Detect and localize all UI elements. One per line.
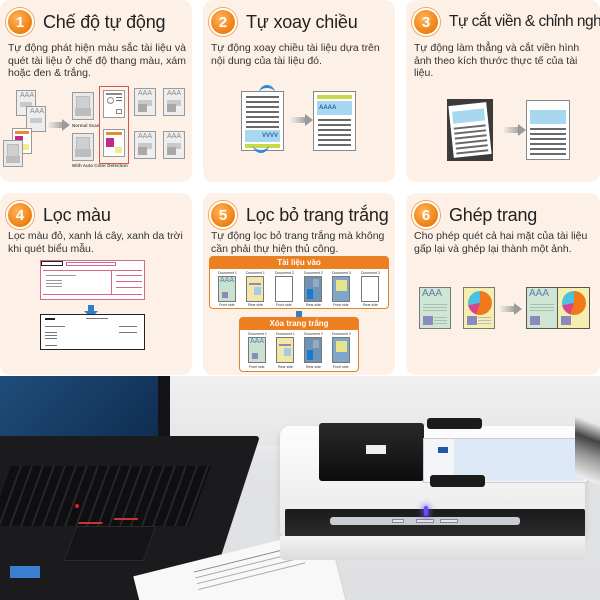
- feature-panel-auto-rotate: 2 Tự xoay chiều Tự động xoay chiều tài l…: [203, 0, 395, 182]
- laptop: [0, 376, 170, 446]
- rotate-arrow-icon: [259, 85, 275, 95]
- feature-panel-blank-page-removal: 5 Lọc bỏ trang trắng Tự động lọc bỏ tran…: [203, 193, 395, 375]
- arrow-right-icon: [48, 119, 70, 131]
- feature-number-badge: 1: [6, 8, 34, 36]
- feature-title: Chế độ tự động: [43, 11, 166, 32]
- feature-description: Lọc màu đỏ, xanh lá cây, xanh da trời kh…: [8, 230, 183, 255]
- feature-panel-auto-mode: 1 Chế độ tự động Tự động phát hiện màu s…: [0, 0, 192, 182]
- normal-scan-label: Normal Scan: [72, 123, 100, 128]
- feature-title: Lọc màu: [43, 204, 111, 225]
- input-documents-box: Tài liệu vào Document 1 AAA Front side D…: [209, 256, 389, 309]
- feature-panel-color-dropout: 4 Lọc màu Lọc màu đỏ, xanh lá cây, xanh …: [0, 193, 192, 375]
- feature-panel-page-merge: 6 Ghép trang Cho phép quét cả hai mặt củ…: [406, 193, 600, 375]
- feature-title: Tự cắt viền & chỉnh nghiêng: [449, 13, 600, 30]
- feature-number-badge: 2: [209, 8, 237, 36]
- arrow-right-icon: [500, 303, 522, 315]
- rotate-arrow-icon: [253, 143, 269, 153]
- feature-title: Ghép trang: [449, 204, 538, 225]
- arrow-right-icon: [504, 124, 526, 136]
- input-documents-label: Tài liệu vào: [210, 257, 388, 269]
- feature-number-badge: 6: [412, 201, 440, 229]
- feature-description: Tự động phát hiện màu sắc tài liệu và qu…: [8, 42, 186, 79]
- blank-removed-label: Xóa trang trắng: [240, 318, 358, 330]
- feature-number-badge: 4: [6, 201, 34, 229]
- product-photo: [0, 376, 600, 600]
- feature-title: Tự xoay chiều: [246, 11, 358, 32]
- feature-description: Tự động xoay chiều tài liệu dựa trên nội…: [211, 42, 380, 67]
- auto-color-detection-label: With Auto Color Detection: [72, 163, 128, 168]
- blank-removed-box: Xóa trang trắng Document 1 AAA Front sid…: [239, 317, 359, 372]
- arrow-right-icon: [291, 114, 313, 126]
- feature-description: Tự động lọc bỏ trang trắng mà không cần …: [211, 230, 385, 255]
- feature-number-badge: 5: [209, 201, 237, 229]
- feature-title: Lọc bỏ trang trắng: [246, 204, 389, 225]
- power-led: [424, 506, 428, 516]
- color-detection-highlight: [99, 86, 129, 164]
- feature-panel-auto-crop-deskew: 3 Tự cắt viền & chỉnh nghiêng Tự động là…: [406, 0, 600, 182]
- feature-description: Tự động làm thẳng và cắt viền hình ảnh t…: [414, 42, 580, 79]
- feature-description: Cho phép quét cả hai mặt của tài liệu gấ…: [414, 230, 588, 255]
- feature-number-badge: 3: [412, 8, 440, 36]
